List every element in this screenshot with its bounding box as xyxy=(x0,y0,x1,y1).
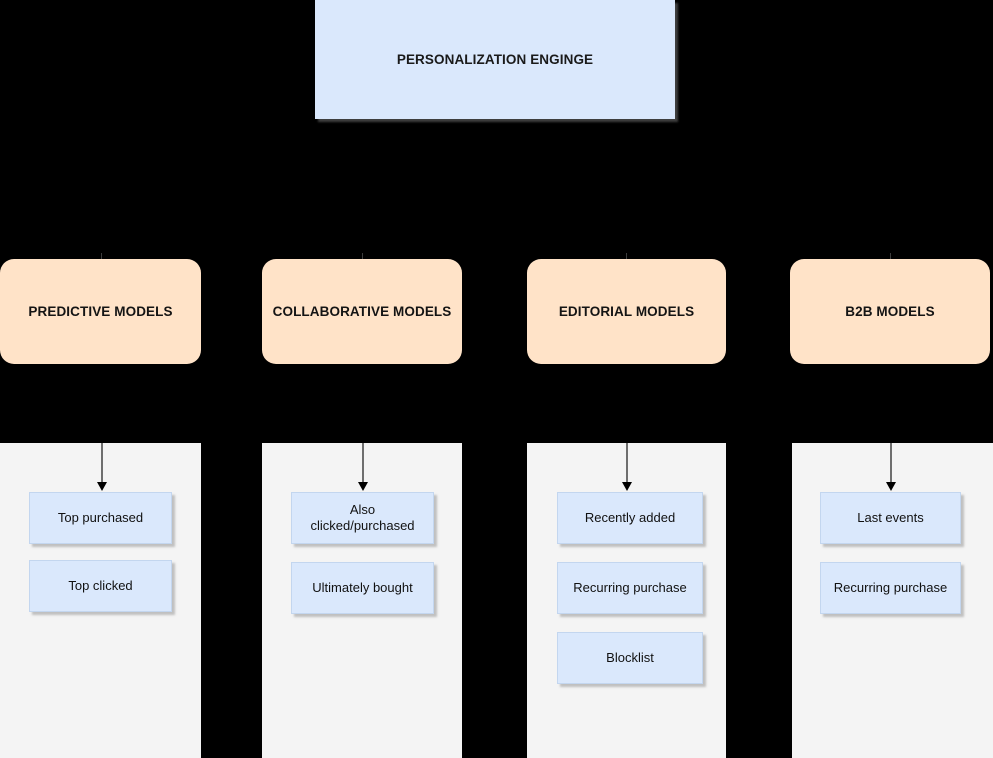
arrow-collaborative-models xyxy=(356,443,370,491)
model-label: PREDICTIVE MODELS xyxy=(28,304,173,319)
engine-label: PERSONALIZATION ENGINGE xyxy=(396,52,594,67)
arrow-shaft xyxy=(890,443,892,482)
arrow-head xyxy=(622,482,632,491)
connector-stub-collaborative-models xyxy=(362,253,363,263)
model-label: B2B MODELS xyxy=(845,304,935,319)
arrow-head xyxy=(886,482,896,491)
arrow-head xyxy=(97,482,107,491)
leaf-label: Top clicked xyxy=(68,578,133,594)
leaf-label: Also clicked/purchased xyxy=(310,502,415,533)
arrow-b2b-models xyxy=(884,443,898,491)
model-label: EDITORIAL MODELS xyxy=(558,304,695,319)
leaf-label: Recurring purchase xyxy=(573,580,687,596)
leaf-node-recurring-purchase[interactable]: Recurring purchase xyxy=(557,562,703,614)
leaf-node-last-events[interactable]: Last events xyxy=(820,492,961,544)
leaf-label: Top purchased xyxy=(57,510,144,526)
arrow-shaft xyxy=(101,443,103,482)
connector-stub-editorial-models xyxy=(626,253,627,263)
leaf-label: Last events xyxy=(857,510,924,526)
model-label: COLLABORATIVE MODELS xyxy=(272,304,452,319)
node-collaborative-models[interactable]: COLLABORATIVE MODELS xyxy=(262,259,462,364)
leaf-node-recently-added[interactable]: Recently added xyxy=(557,492,703,544)
node-predictive-models[interactable]: PREDICTIVE MODELS xyxy=(0,259,201,364)
leaf-node-blocklist[interactable]: Blocklist xyxy=(557,632,703,684)
node-personalization-engine[interactable]: PERSONALIZATION ENGINGE xyxy=(315,0,675,119)
leaf-label: Blocklist xyxy=(606,650,654,666)
leaf-node-ultimately-bought[interactable]: Ultimately bought xyxy=(291,562,434,614)
arrow-head xyxy=(358,482,368,491)
leaf-label: Ultimately bought xyxy=(312,580,413,596)
leaf-label: Recurring purchase xyxy=(833,580,948,596)
arrow-shaft xyxy=(362,443,364,482)
arrow-predictive-models xyxy=(95,443,109,491)
leaf-node-also-clicked-purchased[interactable]: Also clicked/purchased xyxy=(291,492,434,544)
leaf-node-top-clicked[interactable]: Top clicked xyxy=(29,560,172,612)
leaf-node-recurring-purchase[interactable]: Recurring purchase xyxy=(820,562,961,614)
connector-stub-predictive-models xyxy=(101,253,102,263)
leaf-label: Recently added xyxy=(584,510,676,526)
connector-stub-b2b-models xyxy=(890,253,891,263)
arrow-shaft xyxy=(626,443,628,482)
leaf-node-top-purchased[interactable]: Top purchased xyxy=(29,492,172,544)
arrow-editorial-models xyxy=(620,443,634,491)
node-editorial-models[interactable]: EDITORIAL MODELS xyxy=(527,259,726,364)
node-b2b-models[interactable]: B2B MODELS xyxy=(790,259,990,364)
